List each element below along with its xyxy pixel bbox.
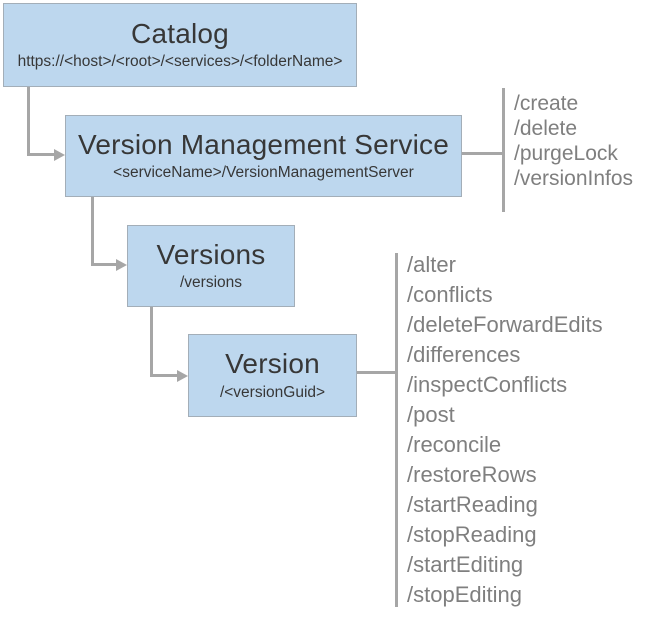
vms-operations-list: /create/delete/purgeLock/versionInfos: [514, 91, 633, 191]
operation-item: /inspectConflicts: [407, 372, 568, 397]
version-operations-list: /alter/conflicts/deleteForwardEdits/diff…: [407, 250, 603, 610]
node-catalog: Catalog https://<host>/<root>/<services>…: [3, 3, 357, 87]
node-versions-path: /versions: [179, 274, 243, 292]
operation-item: /restoreRows: [407, 462, 537, 487]
connector-catalog-to-vms-horizontal: [27, 153, 54, 156]
operation-item: /delete: [514, 117, 578, 140]
operation-item: /create: [514, 92, 579, 115]
connector-vms-to-versions-horizontal: [91, 263, 116, 266]
vms-operations-rule: [502, 88, 505, 212]
node-version: Version /<versionGuid>: [188, 334, 357, 417]
version-operations-rule: [395, 253, 398, 607]
operation-item: /stopReading: [407, 522, 537, 547]
node-versions: Versions /versions: [127, 225, 295, 307]
connector-vms-to-versions-vertical: [91, 197, 94, 266]
connector-versions-to-version-horizontal: [150, 374, 177, 377]
operation-item: /startEditing: [407, 552, 524, 577]
operation-item: /startReading: [407, 492, 538, 517]
node-catalog-title: Catalog: [131, 17, 229, 49]
arrow-right-icon: [54, 148, 65, 161]
arrow-right-icon: [177, 369, 188, 382]
operation-item: /alter: [407, 252, 456, 277]
operation-item: /differences: [407, 342, 521, 367]
node-versions-title: Versions: [156, 238, 266, 270]
node-version-management-service: Version Management Service <serviceName>…: [65, 115, 462, 197]
arrow-right-icon: [116, 258, 127, 271]
operation-item: /purgeLock: [514, 142, 618, 165]
operation-item: /versionInfos: [514, 167, 634, 190]
connector-catalog-to-vms-vertical: [27, 87, 30, 156]
operation-item: /conflicts: [407, 282, 493, 307]
node-vms-title: Version Management Service: [78, 128, 449, 160]
connector-versions-to-version-vertical: [150, 307, 153, 377]
operation-item: /reconcile: [407, 432, 502, 457]
node-catalog-url: https://<host>/<root>/<services>/<folder…: [17, 53, 343, 71]
operation-item: /post: [407, 402, 455, 427]
node-vms-path: <serviceName>/VersionManagementServer: [113, 164, 414, 182]
connector-version-to-operations: [357, 371, 396, 374]
connector-vms-to-operations: [462, 152, 503, 155]
operation-item: /deleteForwardEdits: [407, 312, 603, 337]
node-version-path: /<versionGuid>: [219, 383, 326, 401]
node-version-title: Version: [225, 348, 320, 380]
operation-item: /stopEditing: [407, 582, 522, 607]
